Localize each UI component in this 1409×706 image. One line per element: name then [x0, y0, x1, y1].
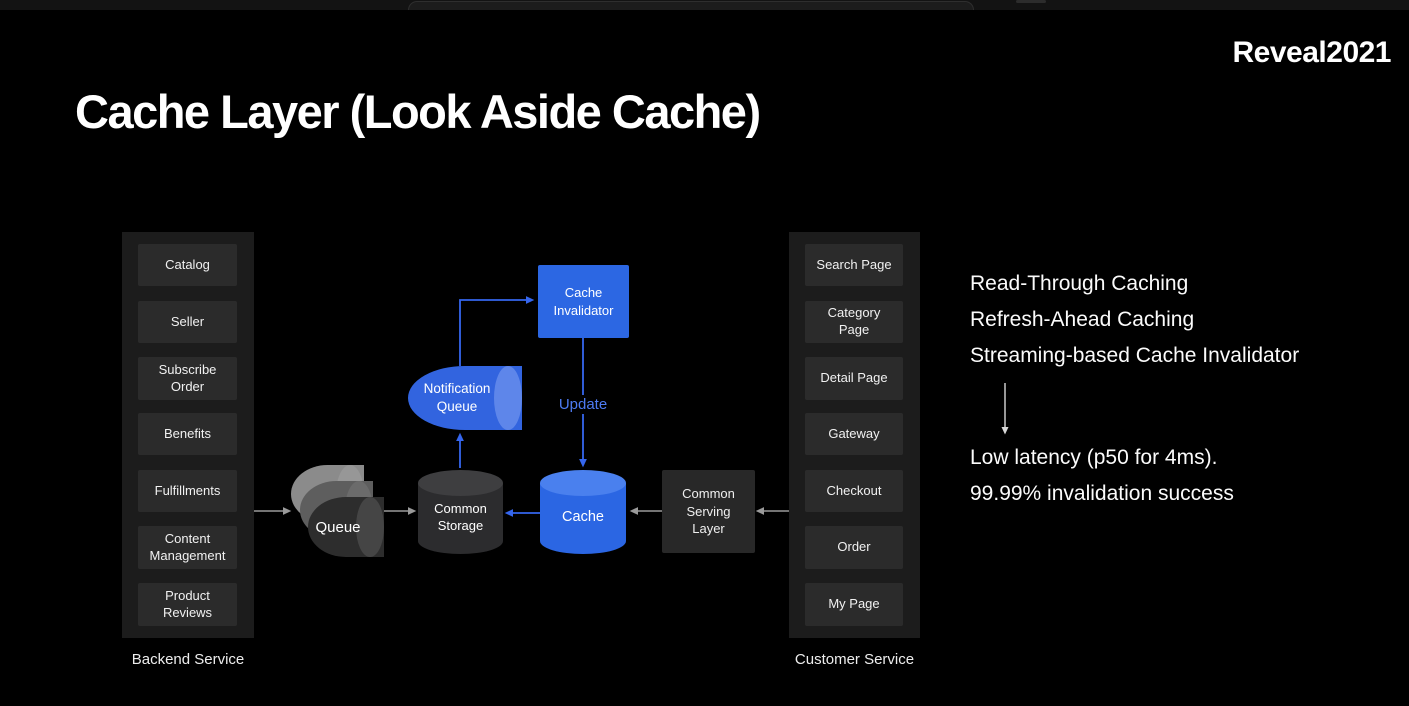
backend-service-panel: Catalog Seller Subscribe Order Benefits …: [122, 232, 254, 638]
backend-item-benefits: Benefits: [138, 413, 237, 455]
slide-title: Cache Layer (Look Aside Cache): [75, 85, 761, 138]
browser-chrome-blip: [1016, 0, 1046, 3]
browser-chrome-edge: [0, 0, 1409, 10]
customer-item-gateway: Gateway: [805, 413, 903, 455]
notes-heading-list: Read-Through Caching Refresh-Ahead Cachi…: [970, 266, 1299, 374]
brand-logo: Reveal2021: [1232, 36, 1392, 69]
cylinder-top: [418, 470, 503, 496]
note-result-line: 99.99% invalidation success: [970, 482, 1234, 505]
arrow-notification-queue-to-invalidator: [459, 296, 535, 366]
customer-item-my-page: My Page: [805, 583, 903, 626]
common-storage-cylinder: Common Storage: [418, 470, 503, 554]
customer-item-order: Order: [805, 526, 903, 569]
customer-service-caption: Customer Service: [794, 651, 915, 668]
customer-item-checkout: Checkout: [805, 470, 903, 512]
backend-item-product-reviews: Product Reviews: [138, 583, 237, 626]
customer-item-search-page: Search Page: [805, 244, 903, 286]
backend-item-catalog: Catalog: [138, 244, 237, 286]
notification-queue-label: Notification Queue: [423, 380, 491, 414]
common-storage-label: Common Storage: [434, 501, 487, 533]
customer-service-panel: Search Page Category Page Detail Page Ga…: [789, 232, 920, 638]
note-result-line: Low latency (p50 for 4ms).: [970, 446, 1218, 469]
backend-item-seller: Seller: [138, 301, 237, 343]
common-serving-layer-node: Common Serving Layer: [662, 470, 755, 553]
cache-label: Cache: [562, 508, 604, 525]
note-line: Read-Through Caching: [970, 272, 1189, 295]
backend-item-fulfillments: Fulfillments: [138, 470, 237, 512]
queue-cylinder: Queue: [308, 497, 384, 557]
cache-cylinder: Cache: [540, 470, 626, 554]
backend-item-subscribe-order: Subscribe Order: [138, 357, 237, 400]
customer-item-detail-page: Detail Page: [805, 357, 903, 400]
cylinder-end-cap: [494, 366, 522, 430]
customer-item-category-page: Category Page: [805, 301, 903, 343]
update-edge-label: Update: [554, 395, 612, 414]
cylinder-top: [540, 470, 626, 496]
queue-label: Queue: [315, 518, 361, 536]
note-line: Refresh-Ahead Caching: [970, 308, 1195, 331]
notification-queue-cylinder: Notification Queue: [408, 366, 522, 430]
cache-invalidator-node: Cache Invalidator: [538, 265, 629, 338]
cylinder-end-cap: [356, 497, 384, 557]
note-line: Streaming-based Cache Invalidator: [970, 344, 1300, 367]
backend-item-content-management: Content Management: [138, 526, 237, 569]
notes-results-list: Low latency (p50 for 4ms). 99.99% invali…: [970, 440, 1234, 512]
browser-chrome-tab-edge: [408, 1, 974, 10]
backend-service-caption: Backend Service: [131, 651, 245, 668]
